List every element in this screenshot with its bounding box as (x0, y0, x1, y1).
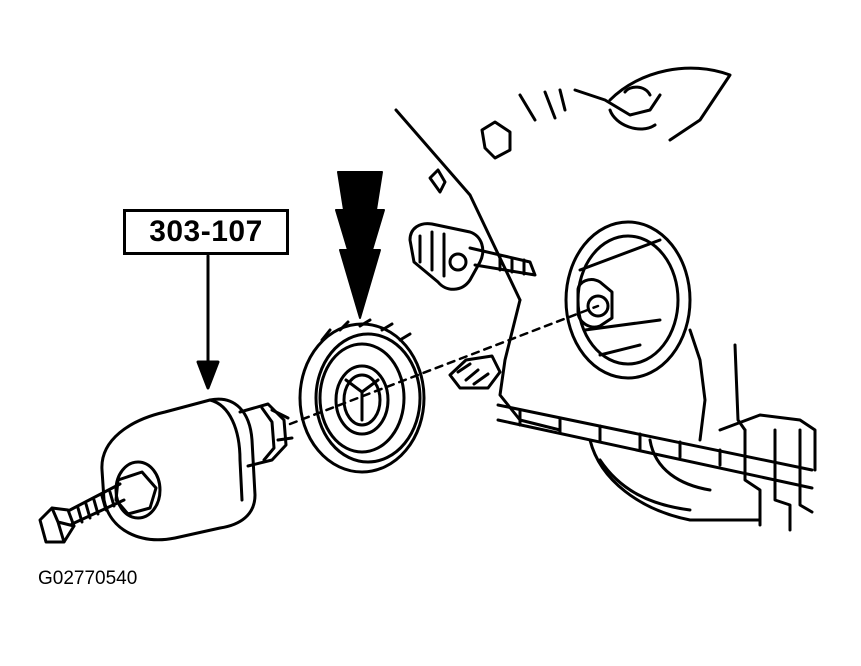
crankshaft-key (448, 354, 502, 390)
figure-id: G02770540 (38, 568, 138, 589)
crankshaft-sprocket (564, 220, 692, 380)
tensioner-bracket (408, 222, 537, 291)
tool-number-callout: 303-107 (123, 209, 289, 255)
engine-front-cover (394, 66, 817, 532)
crankshaft-pulley (298, 318, 426, 474)
alignment-centerline (288, 304, 600, 426)
pulley-indicator-arrow (335, 171, 385, 319)
tool-leader (196, 254, 220, 390)
pulley-remover-tool (100, 397, 294, 542)
forcing-screw (38, 470, 158, 544)
oil-pan-rail (496, 403, 814, 490)
